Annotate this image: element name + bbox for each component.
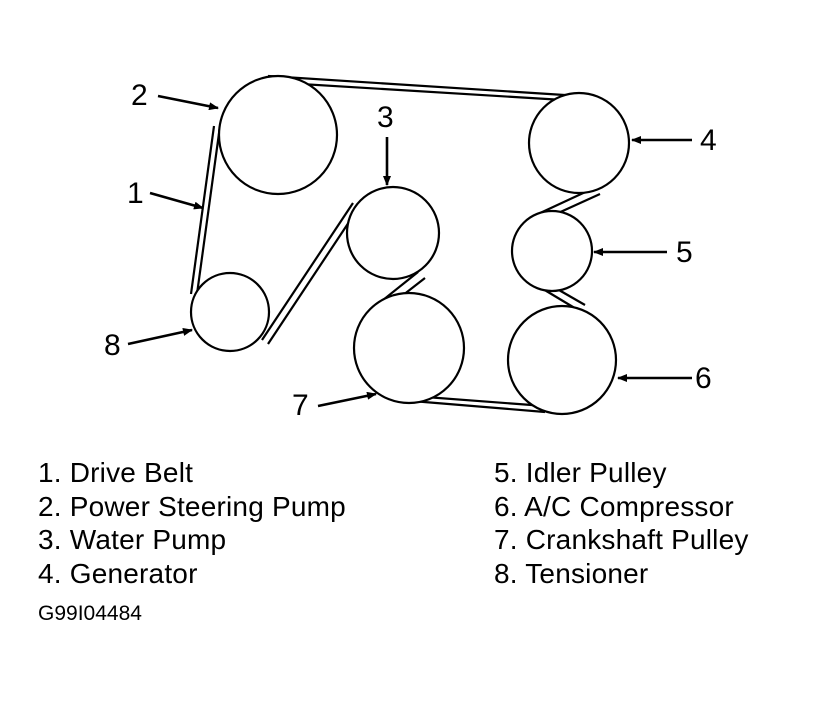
arrow-1	[149, 191, 204, 210]
callout-7: 7	[292, 389, 309, 422]
arrow-2	[157, 94, 219, 111]
callout-3: 3	[377, 101, 394, 134]
leader-arrows	[127, 94, 692, 408]
ac-compressor-pulley	[506, 304, 618, 416]
legend-item: 7. Crankshaft Pulley	[494, 524, 749, 555]
legend-item: 5. Idler Pulley	[494, 457, 667, 488]
legend-item: 2. Power Steering Pump	[38, 490, 346, 522]
callout-5: 5	[676, 236, 693, 269]
figure-id: G99I04484	[38, 602, 142, 625]
water-pump-pulley	[345, 185, 441, 281]
callout-4: 4	[700, 124, 717, 157]
legend-item: 8. Tensioner	[494, 557, 649, 589]
power-steering-pump-pulley	[217, 74, 339, 196]
belt-routing-diagram: 2 3 1 4 5 8 6 7	[104, 74, 717, 422]
legend-item: 6. A/C Compressor	[494, 490, 734, 522]
generator-pulley	[527, 91, 631, 195]
legend-right-column: 5. Idler Pulley 6. A/C Compressor 7. Cra…	[494, 456, 749, 590]
legend-left-column: 1. Drive Belt 2. Power Steering Pump 3. …	[38, 456, 346, 590]
callout-8: 8	[104, 329, 121, 362]
legend-item: 3. Water Pump	[38, 524, 227, 555]
idler-pulley	[510, 209, 594, 293]
crankshaft-pulley	[352, 291, 466, 405]
callout-6: 6	[695, 362, 712, 395]
callout-2: 2	[131, 79, 148, 112]
legend-item: 1. Drive Belt	[38, 457, 194, 488]
arrow-7	[317, 391, 377, 408]
legend-item: 4. Generator	[38, 557, 198, 589]
callout-1: 1	[127, 177, 144, 210]
tensioner-pulley	[189, 271, 271, 353]
arrow-8	[127, 328, 193, 346]
